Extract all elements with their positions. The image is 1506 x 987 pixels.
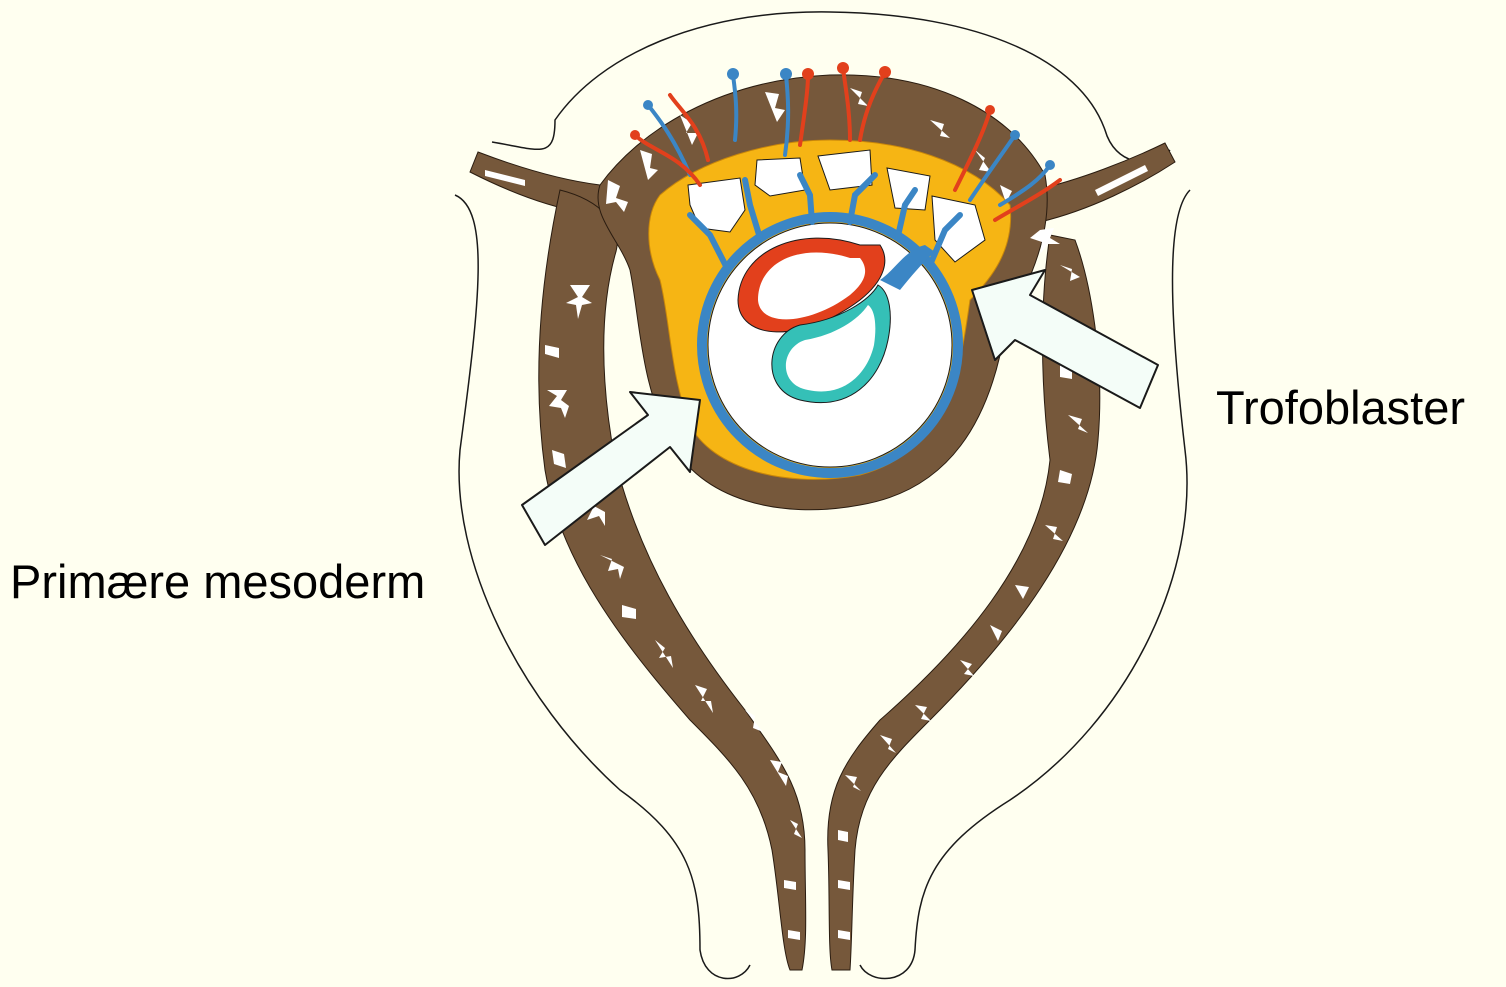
label-primaere-mesoderm: Primære mesoderm: [10, 558, 425, 605]
label-trofoblaster: Trofoblaster: [1216, 384, 1465, 431]
